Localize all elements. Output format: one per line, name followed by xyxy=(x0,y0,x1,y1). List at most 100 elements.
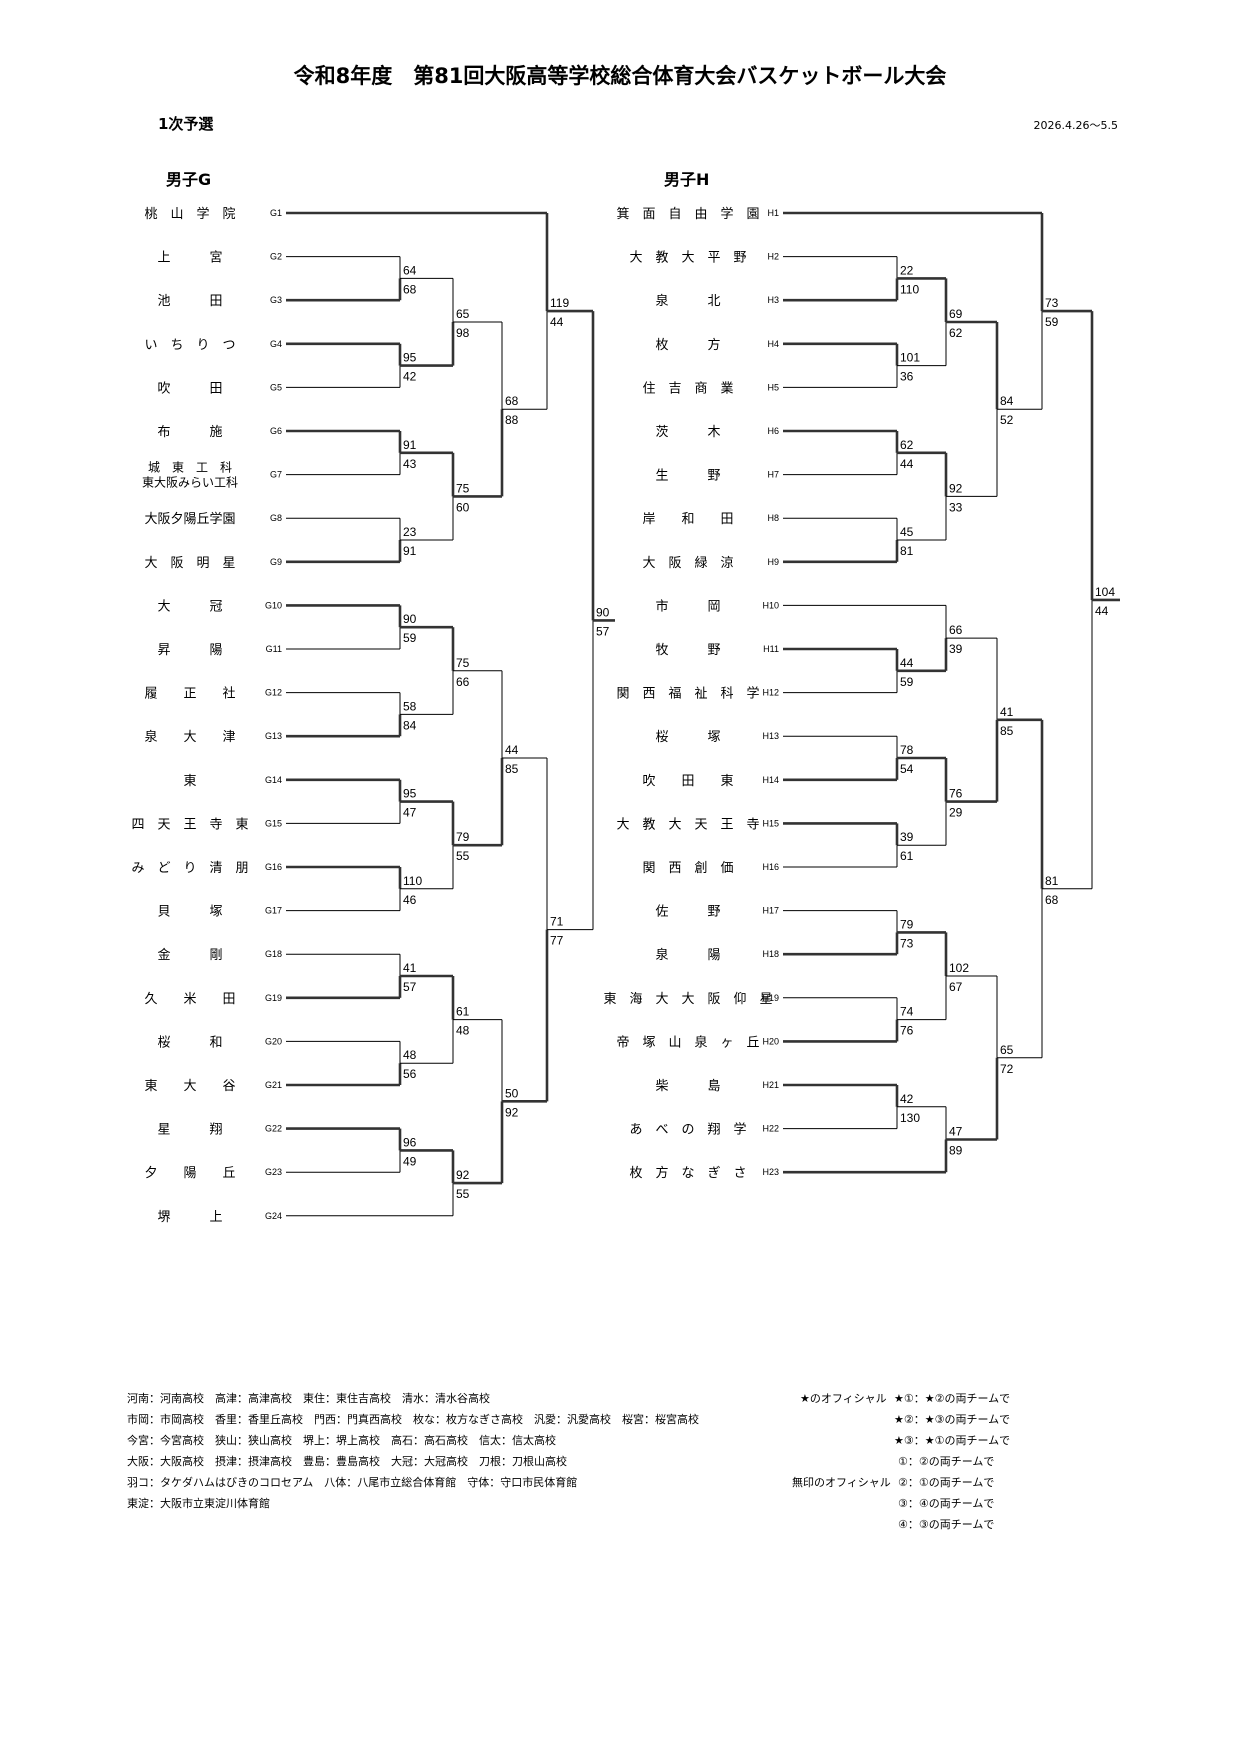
team-code: H5 xyxy=(767,382,779,392)
team-code: H8 xyxy=(767,513,779,523)
team-name: 四 天 王 寺 東 xyxy=(131,816,248,832)
match-score: 45 xyxy=(900,525,914,539)
match-score: 91 xyxy=(403,544,417,558)
match-score: 73 xyxy=(900,936,914,950)
team-name: 泉 北 xyxy=(655,293,720,309)
team-code: G22 xyxy=(265,1124,282,1134)
team-code: G14 xyxy=(265,775,282,785)
match-score: 57 xyxy=(596,624,610,638)
team-name: 桜 塚 xyxy=(655,730,720,745)
match-score: 95 xyxy=(403,787,417,801)
team-name: 大 阪 明 星 xyxy=(144,556,235,571)
team-name: 東 海 大 大 阪 仰 星 xyxy=(603,991,772,1007)
team-code: G19 xyxy=(265,993,282,1003)
match-score: 64 xyxy=(403,263,417,277)
match-score: 61 xyxy=(900,849,914,863)
team-code: H21 xyxy=(762,1080,779,1090)
team-code: G12 xyxy=(265,688,282,698)
team-name: 昇 陽 xyxy=(157,643,222,658)
plain-rule: ①：②の両チームで xyxy=(898,1455,995,1468)
team-name: 生 野 xyxy=(655,469,720,484)
team-name: 関 西 創 価 xyxy=(642,861,733,876)
team-name: 帝 塚 山 泉 ヶ 丘 xyxy=(616,1034,759,1050)
team-name: 池 田 xyxy=(157,294,222,309)
team-name: 枚 方 な ぎ さ xyxy=(629,1165,746,1181)
team-name: 大 阪 緑 涼 xyxy=(642,556,733,571)
match-score: 68 xyxy=(505,394,519,408)
match-score: 57 xyxy=(403,980,417,994)
team-code: H3 xyxy=(767,295,779,305)
legend-line: 今宮：今宮高校 狭山：狭山高校 堺上：堺上高校 高石：高石高校 信太：信太高校 xyxy=(127,1434,556,1447)
match-score: 65 xyxy=(1000,1043,1014,1057)
match-score: 23 xyxy=(403,525,417,539)
team-name: 布 施 xyxy=(157,425,222,440)
match-score: 78 xyxy=(900,743,914,757)
match-score: 85 xyxy=(505,762,519,776)
match-score: 42 xyxy=(403,370,417,384)
team-name: 東 大 谷 xyxy=(144,1078,235,1094)
match-score: 22 xyxy=(900,263,914,277)
team-code: G9 xyxy=(270,557,282,567)
team-code: G5 xyxy=(270,382,282,392)
team-code: H13 xyxy=(762,731,779,741)
team-code: G20 xyxy=(265,1036,282,1046)
officials-rules: ★①：★②の両チームで ★②：★③の両チームで ★③：★①の両チームで ①：②の… xyxy=(894,1388,1010,1535)
match-score: 55 xyxy=(456,849,470,863)
match-score: 49 xyxy=(403,1154,417,1168)
match-score: 50 xyxy=(505,1086,519,1100)
team-name: 関 西 福 祉 科 学 xyxy=(616,686,759,702)
plain-rule: ③：④の両チームで xyxy=(898,1497,995,1510)
team-name: 久 米 田 xyxy=(144,992,235,1007)
match-score: 47 xyxy=(949,1125,963,1139)
match-score: 110 xyxy=(900,282,919,296)
legend-line: 河南：河南高校 高津：高津高校 東住：東住吉高校 清水：清水谷高校 xyxy=(127,1392,490,1405)
team-code: G16 xyxy=(265,862,282,872)
match-score: 92 xyxy=(505,1105,519,1119)
star-rule: ★③：★①の両チームで xyxy=(894,1434,1011,1447)
team-name: 大 冠 xyxy=(157,599,222,614)
match-score: 46 xyxy=(403,893,417,907)
match-score: 44 xyxy=(505,743,519,757)
team-code: G1 xyxy=(270,208,282,218)
match-score: 54 xyxy=(900,762,914,776)
team-code: H4 xyxy=(767,339,779,349)
team-name: 茨 木 xyxy=(655,425,720,440)
officials-labels: ★のオフィシャル 無印のオフィシャル xyxy=(792,1388,891,1493)
team-name: 金 剛 xyxy=(157,947,222,963)
match-score: 62 xyxy=(949,326,963,340)
match-score: 58 xyxy=(403,699,417,713)
match-score: 89 xyxy=(949,1144,963,1158)
team-name: 桜 和 xyxy=(157,1035,222,1050)
bracket-h-title: 男子H xyxy=(664,170,710,189)
team-name: 貝 塚 xyxy=(157,905,222,920)
team-code: H6 xyxy=(767,426,779,436)
match-score: 73 xyxy=(1045,296,1059,310)
match-score: 67 xyxy=(949,980,963,994)
team-code: G11 xyxy=(266,644,282,654)
team-code: H7 xyxy=(767,470,779,480)
team-code: G10 xyxy=(265,600,282,610)
team-code: H22 xyxy=(762,1124,779,1134)
match-score: 55 xyxy=(456,1187,470,1201)
legend-line: 大阪：大阪高校 摂津：摂津高校 豊島：豊島高校 大冠：大冠高校 刀根：刀根山高校 xyxy=(127,1455,567,1468)
match-score: 42 xyxy=(900,1092,914,1106)
team-code: H9 xyxy=(767,557,779,567)
match-score: 81 xyxy=(1045,874,1059,888)
team-code: G21 xyxy=(265,1080,282,1090)
team-code: H18 xyxy=(762,949,779,959)
match-score: 33 xyxy=(949,500,963,514)
match-score: 48 xyxy=(403,1048,417,1062)
match-score: 85 xyxy=(1000,724,1014,738)
team-name: 泉 陽 xyxy=(655,947,720,963)
team-name: 城 東 工 科 xyxy=(148,461,232,475)
match-score: 98 xyxy=(456,326,470,340)
team-code: G24 xyxy=(265,1211,282,1221)
team-name: 上 宮 xyxy=(157,250,222,266)
team-name: 星 翔 xyxy=(157,1123,222,1138)
team-code: H23 xyxy=(762,1167,779,1177)
team-name: 大 教 大 天 王 寺 xyxy=(616,816,759,832)
team-name: 東 xyxy=(183,773,196,789)
match-score: 41 xyxy=(1000,705,1014,719)
match-score: 44 xyxy=(550,315,564,329)
team-code: G13 xyxy=(265,731,282,741)
